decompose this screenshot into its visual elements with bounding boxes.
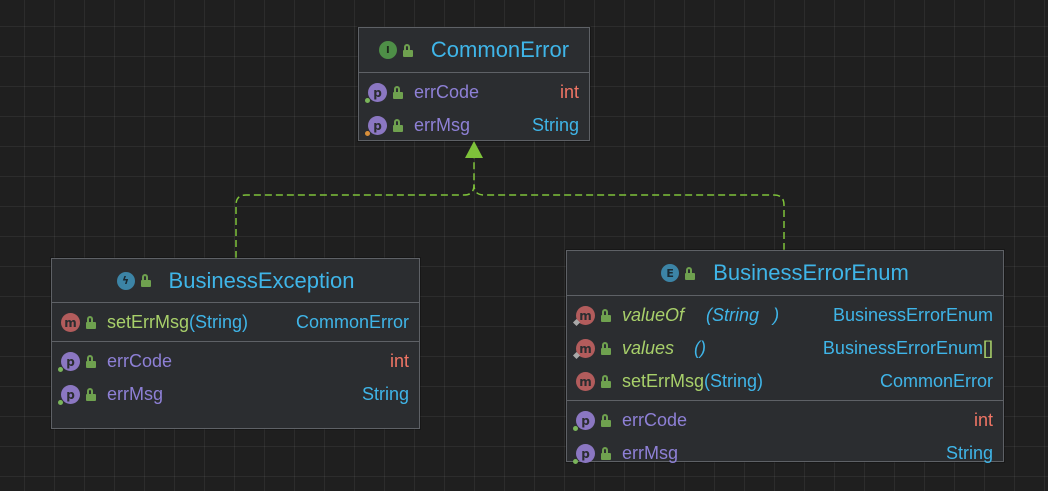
- property-name: errCode: [622, 410, 688, 430]
- public-lock-icon: [393, 86, 403, 99]
- property-name: errMsg: [107, 384, 164, 404]
- property-row[interactable]: p errCode int: [359, 76, 589, 109]
- node-title: BusinessException: [168, 267, 355, 293]
- property-row[interactable]: p errMsg String: [359, 109, 589, 142]
- property-type: String: [531, 115, 579, 135]
- node-header: ϟ BusinessException: [52, 259, 419, 303]
- method-params-close: ): [773, 305, 780, 325]
- public-lock-icon: [402, 43, 413, 57]
- public-lock-icon: [601, 342, 611, 355]
- property-name: errMsg: [414, 115, 471, 135]
- interface-icon: I: [378, 41, 397, 59]
- static-method-icon: m: [572, 339, 595, 360]
- property-name: errCode: [414, 82, 480, 102]
- property-type: int: [389, 351, 409, 371]
- property-icon: p: [365, 83, 387, 103]
- property-icon: p: [573, 444, 595, 464]
- property-icon: p: [573, 411, 595, 431]
- property-name: errCode: [107, 351, 173, 371]
- property-type: int: [559, 82, 579, 102]
- public-lock-icon: [86, 316, 96, 329]
- enum-icon: E: [661, 264, 680, 282]
- method-name: valueOf: [622, 305, 685, 325]
- method-row[interactable]: m setErrMsg (String) CommonError: [52, 306, 419, 339]
- realization-edge-business-error-enum: [473, 184, 785, 250]
- properties-section: p errCode int p errMsg String: [359, 73, 589, 144]
- array-brackets: []: [982, 338, 993, 358]
- property-type: String: [945, 443, 993, 463]
- methods-section: m valueOf (String ) BusinessErrorEnum m …: [567, 296, 1003, 401]
- property-type: int: [973, 410, 993, 430]
- method-icon: m: [576, 372, 595, 391]
- public-lock-icon: [140, 274, 151, 287]
- method-return-type: CommonError: [879, 371, 993, 391]
- node-title: CommonError: [430, 37, 570, 62]
- properties-section: p errCode int p errMsg String: [567, 401, 1003, 472]
- method-params: (String): [189, 312, 249, 332]
- method-row[interactable]: m valueOf (String ) BusinessErrorEnum: [567, 299, 1003, 332]
- node-business-error-enum[interactable]: E BusinessErrorEnum m valueOf (String ) …: [566, 250, 1004, 464]
- public-lock-icon: [601, 309, 611, 322]
- public-lock-icon: [601, 375, 611, 388]
- methods-section: m setErrMsg (String) CommonError: [52, 303, 419, 342]
- node-common-error[interactable]: I CommonError p errCode int p errMsg Str…: [358, 27, 590, 141]
- property-row[interactable]: p errCode int: [52, 345, 419, 378]
- method-params: (String: [706, 305, 760, 325]
- node-business-exception[interactable]: ϟ BusinessException m setErrMsg (String)…: [51, 258, 420, 429]
- property-row[interactable]: p errMsg String: [52, 378, 419, 411]
- method-return-type: CommonError: [295, 312, 409, 332]
- property-row[interactable]: p errMsg String: [567, 437, 1003, 470]
- method-name: values: [622, 338, 675, 358]
- property-row[interactable]: p errCode int: [567, 404, 1003, 437]
- return-type-name: BusinessErrorEnum: [822, 338, 983, 358]
- method-row[interactable]: m values () BusinessErrorEnum[]: [567, 332, 1003, 365]
- public-lock-icon: [601, 447, 611, 460]
- property-type: String: [361, 384, 409, 404]
- property-icon: p: [58, 352, 80, 372]
- method-name: setErrMsg: [107, 312, 190, 332]
- public-lock-icon: [86, 388, 96, 401]
- method-name: setErrMsg: [622, 371, 705, 391]
- public-lock-icon: [393, 119, 403, 132]
- method-return-type: BusinessErrorEnum[]: [823, 338, 993, 359]
- node-header: E BusinessErrorEnum: [567, 251, 1003, 296]
- method-params: (String): [704, 371, 764, 391]
- property-icon: p: [58, 385, 80, 405]
- public-lock-icon: [86, 355, 96, 368]
- method-icon: m: [61, 313, 80, 332]
- static-method-icon: m: [572, 306, 595, 327]
- public-lock-icon: [685, 266, 696, 280]
- property-name: errMsg: [622, 443, 679, 463]
- method-return-type: BusinessErrorEnum: [832, 305, 993, 325]
- properties-section: p errCode int p errMsg String: [52, 342, 419, 413]
- exception-class-icon: ϟ: [116, 271, 135, 290]
- node-title: BusinessErrorEnum: [713, 260, 909, 285]
- method-params: (): [694, 338, 707, 358]
- node-header: I CommonError: [359, 28, 589, 73]
- public-lock-icon: [601, 414, 611, 427]
- property-icon: p: [365, 116, 387, 136]
- method-row[interactable]: m setErrMsg (String) CommonError: [567, 365, 1003, 398]
- realization-edge-business-exception: [235, 155, 475, 258]
- realization-arrowhead: [465, 141, 483, 158]
